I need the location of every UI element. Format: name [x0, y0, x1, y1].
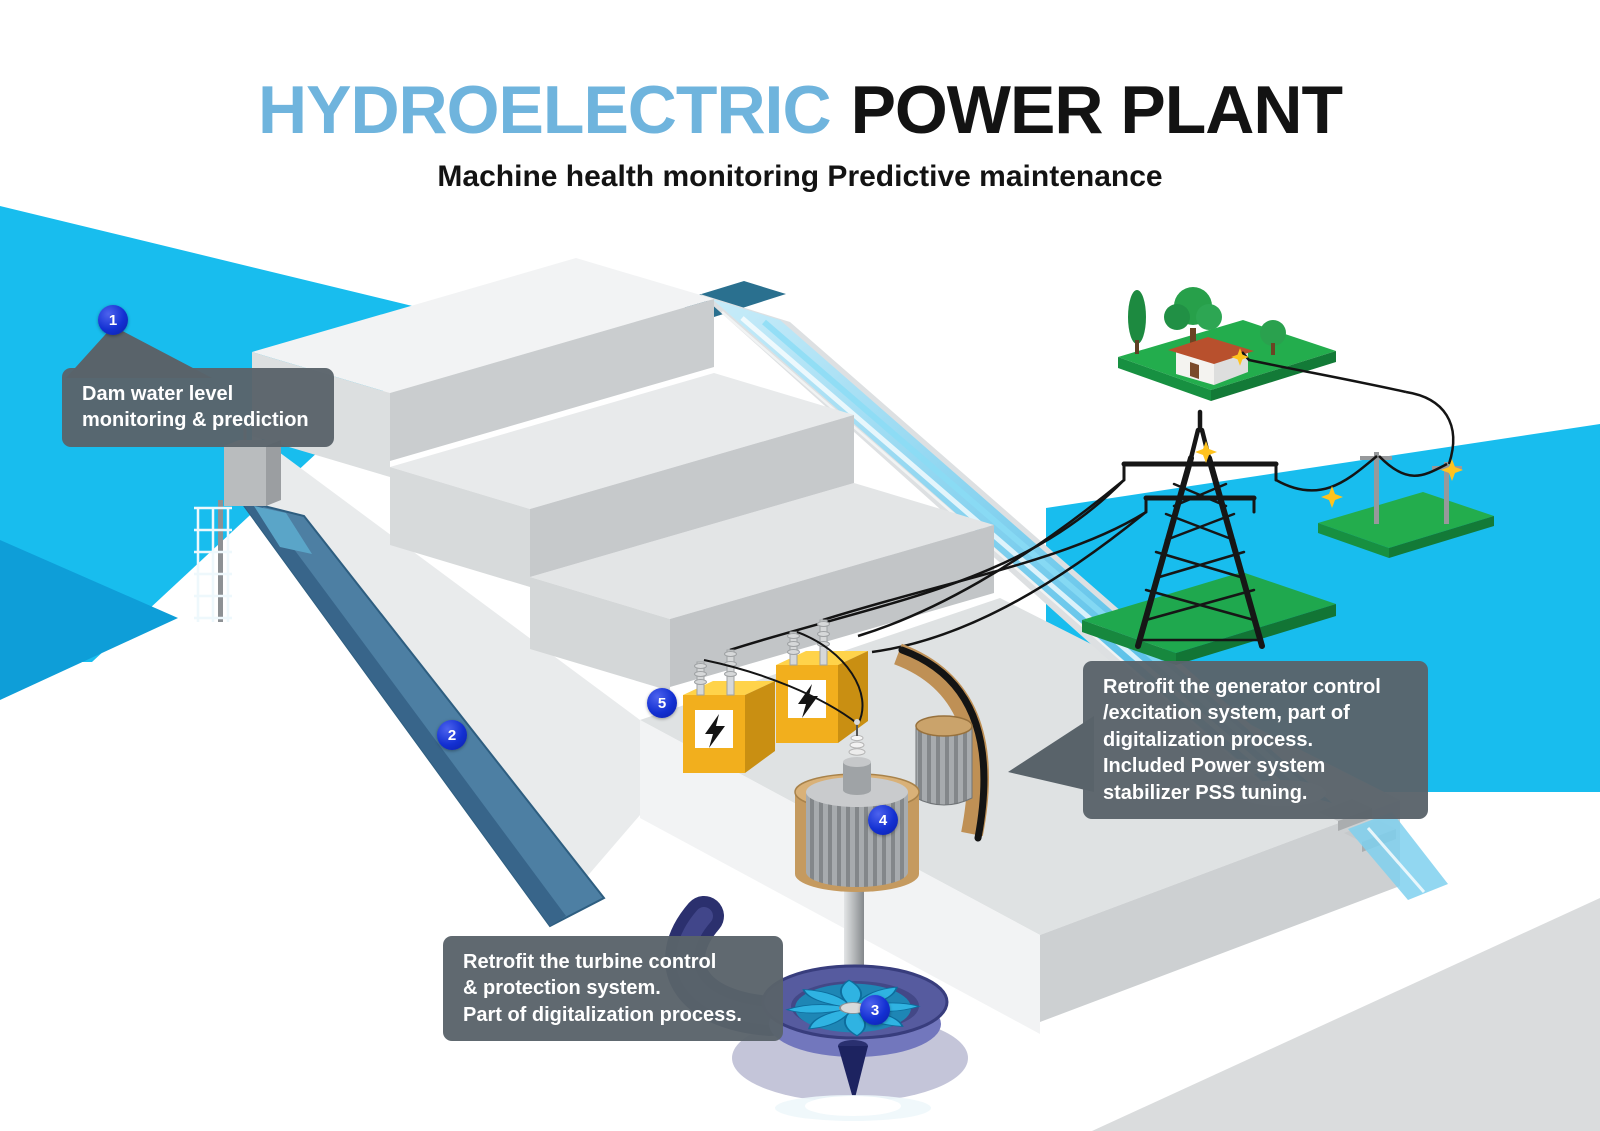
callout-line: Retrofit the generator control: [1103, 676, 1381, 698]
title-highlight: HYDROELECTRIC: [257, 72, 832, 148]
callout-line: Included Power system: [1103, 755, 1326, 778]
trash-rack: [194, 506, 232, 622]
transmission-tower: [1121, 409, 1279, 649]
callout-line: /excitation system, part of: [1103, 702, 1350, 725]
marker-5-transformer: 5: [647, 688, 677, 718]
callout-generator-retrofit: Retrofit the generator control /excitati…: [1083, 661, 1428, 819]
callout-turbine-retrofit: Retrofit the turbine control & protectio…: [443, 936, 783, 1042]
callout-dam-water-level: Dam water level monitoring & prediction: [62, 368, 334, 447]
distribution-area: [729, 287, 1494, 665]
callout-line: Part of digitalization process.: [463, 1003, 742, 1026]
title-rest: POWER PLANT: [850, 72, 1343, 148]
marker-4-generator: 4: [868, 805, 898, 835]
callout-line: Retrofit the turbine control: [463, 951, 717, 973]
page-subtitle: Machine health monitoring Predictive mai…: [437, 160, 1163, 193]
pole-yard: [1318, 492, 1494, 558]
callout-line: stabilizer PSS tuning.: [1103, 781, 1308, 804]
house: [1168, 337, 1254, 385]
callout-line: Dam water level: [82, 383, 234, 405]
callout-line: monitoring & prediction: [82, 409, 309, 432]
callout-line: digitalization process.: [1103, 728, 1314, 751]
marker-2-penstock: 2: [437, 720, 467, 750]
transformer-1: [682, 649, 776, 774]
trees: [1128, 287, 1286, 355]
transformer-2: [775, 619, 869, 744]
cutaway-arc: [898, 646, 988, 842]
marker-1-dam-water-level: 1: [98, 305, 128, 335]
callout-line: & protection system.: [463, 977, 661, 1000]
marker-3-turbine: 3: [860, 995, 890, 1025]
callout-tails: [66, 326, 1094, 792]
